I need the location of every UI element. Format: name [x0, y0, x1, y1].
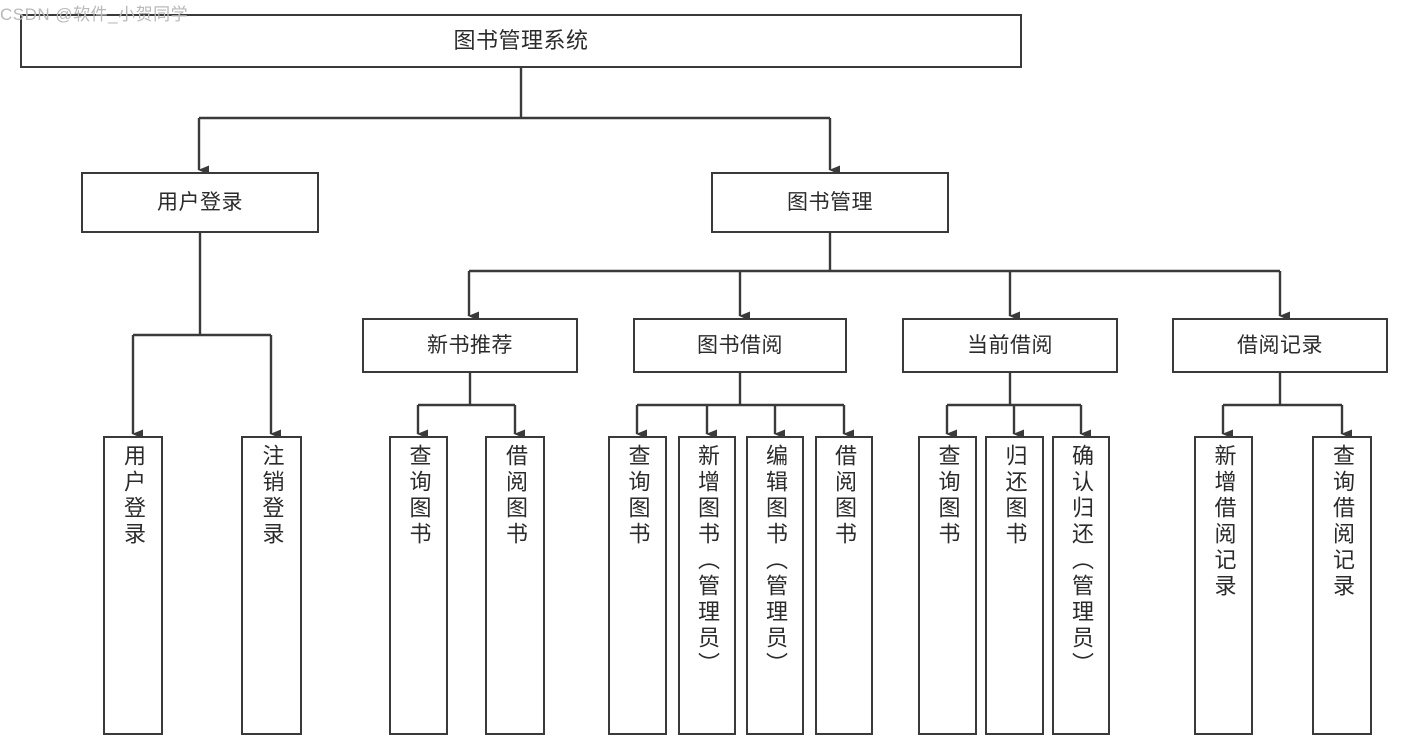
node-level2-0-label: 用户登录 — [157, 190, 243, 214]
node-leaf-11-label: 新增借阅记录 — [1211, 444, 1237, 600]
node-leaf-1-label: 注销登录 — [259, 444, 285, 548]
node-leaf-8[interactable]: 查询图书 — [918, 436, 977, 735]
node-level3-1-label: 图书借阅 — [697, 333, 783, 357]
node-root-system[interactable]: 图书管理系统 — [20, 14, 1022, 68]
node-leaf-5-label: 新增图书（管理员） — [695, 444, 720, 678]
node-leaf-4-label: 查询图书 — [625, 444, 651, 548]
node-leaf-2[interactable]: 查询图书 — [389, 436, 448, 735]
node-level2-1[interactable]: 图书管理 — [711, 172, 949, 233]
node-root-system-label: 图书管理系统 — [453, 27, 589, 53]
node-level3-3[interactable]: 借阅记录 — [1172, 318, 1388, 373]
node-leaf-7[interactable]: 借阅图书 — [815, 436, 873, 735]
node-level3-2-label: 当前借阅 — [967, 333, 1053, 357]
node-leaf-5[interactable]: 新增图书（管理员） — [678, 436, 736, 735]
node-level3-0[interactable]: 新书推荐 — [362, 318, 578, 373]
node-leaf-12-label: 查询借阅记录 — [1330, 444, 1355, 600]
node-level3-0-label: 新书推荐 — [427, 333, 513, 357]
node-leaf-6-label: 编辑图书（管理员） — [763, 444, 788, 678]
node-leaf-4[interactable]: 查询图书 — [608, 436, 667, 735]
node-leaf-3[interactable]: 借阅图书 — [485, 436, 545, 735]
node-level2-0[interactable]: 用户登录 — [81, 172, 319, 233]
node-leaf-12[interactable]: 查询借阅记录 — [1312, 436, 1372, 735]
node-leaf-11[interactable]: 新增借阅记录 — [1194, 436, 1253, 735]
node-leaf-0[interactable]: 用户登录 — [103, 436, 163, 735]
node-leaf-9-label: 归还图书 — [1002, 444, 1028, 548]
node-leaf-10-label: 确认归还（管理员） — [1069, 444, 1094, 678]
node-leaf-10[interactable]: 确认归还（管理员） — [1052, 436, 1110, 735]
node-level2-1-label: 图书管理 — [787, 190, 873, 214]
node-leaf-6[interactable]: 编辑图书（管理员） — [746, 436, 804, 735]
node-leaf-8-label: 查询图书 — [935, 444, 961, 548]
node-leaf-1[interactable]: 注销登录 — [241, 436, 302, 735]
node-leaf-2-label: 查询图书 — [406, 444, 432, 548]
connector-lines — [131, 68, 1352, 439]
node-level3-2[interactable]: 当前借阅 — [902, 318, 1118, 373]
csdn-watermark: CSDN @软件_小贺同学 — [0, 5, 189, 24]
node-leaf-0-label: 用户登录 — [121, 444, 146, 548]
node-level3-3-label: 借阅记录 — [1237, 333, 1323, 357]
node-leaf-9[interactable]: 归还图书 — [985, 436, 1044, 735]
node-level3-1[interactable]: 图书借阅 — [633, 318, 847, 373]
node-leaf-7-label: 借阅图书 — [832, 444, 857, 548]
node-leaf-3-label: 借阅图书 — [503, 444, 528, 548]
